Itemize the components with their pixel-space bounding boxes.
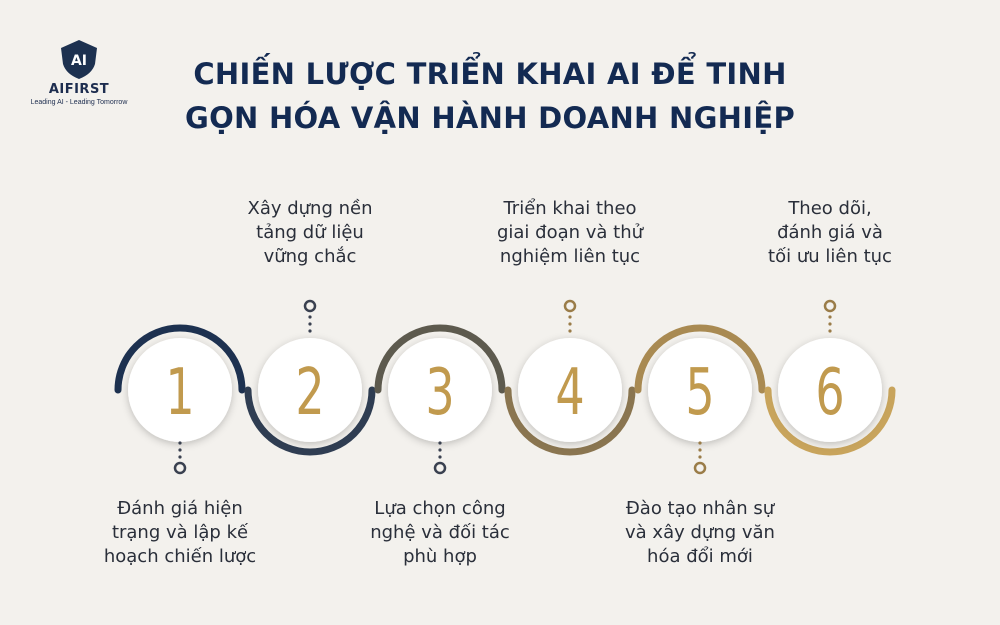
step-label-1: Đánh giá hiện trạng và lập kế hoạch chiến … xyxy=(85,497,275,569)
shield-logo-icon: AI xyxy=(61,40,97,79)
connector-dot xyxy=(308,315,312,319)
step-3: 3 xyxy=(374,324,506,475)
brand-logo: AI AIFIRST Leading AI - Leading Tomorrow xyxy=(30,38,128,106)
step-label-line: Lựa chọn công xyxy=(374,498,506,519)
step-label-line: nghệ và đối tác xyxy=(370,522,510,543)
step-label-line: giai đoạn và thử xyxy=(496,222,644,243)
title-line-1: CHIẾN LƯỢC TRIỂN KHAI AI ĐỂ TINH xyxy=(193,57,787,91)
step-6: 6 xyxy=(764,299,896,456)
connector-dot xyxy=(178,441,182,445)
step-label-4: Triển khai theo giai đoạn và thử nghiệm li… xyxy=(475,197,665,269)
connector-ring xyxy=(433,461,447,475)
step-circle xyxy=(778,338,882,442)
step-label-3: Lựa chọn công nghệ và đối tác phù hợp xyxy=(345,497,535,569)
step-label-line: hoạch chiến lược xyxy=(103,546,257,567)
step-circle xyxy=(128,338,232,442)
connector-dot xyxy=(308,329,312,333)
connector-dot xyxy=(438,441,442,445)
page-title: CHIẾN LƯỢC TRIỂN KHAI AI ĐỂ TINH GỌN HÓA… xyxy=(150,52,830,140)
connector-dot xyxy=(568,329,572,333)
step-label-line: Đào tạo nhân sự xyxy=(625,498,775,519)
step-2: 2 xyxy=(244,299,376,456)
step-label-line: và xây dựng văn xyxy=(625,522,775,543)
step-label-line: hóa đổi mới xyxy=(647,546,753,567)
connector-dot xyxy=(568,322,572,326)
connector-dot xyxy=(828,315,832,319)
step-ring-arc xyxy=(374,324,506,394)
step-1: 1 xyxy=(114,324,246,475)
brand-tagline: Leading AI - Leading Tomorrow xyxy=(30,99,128,106)
connector-ring xyxy=(303,299,317,313)
step-label-6: Theo dõi, đánh giá và tối ưu liên tục xyxy=(735,197,925,269)
step-ring-arc xyxy=(504,386,636,456)
connector-dot xyxy=(828,329,832,333)
step-ring-arc xyxy=(244,386,376,456)
step-number: 4 xyxy=(555,355,584,430)
step-label-2: Xây dựng nền tảng dữ liệu vững chắc xyxy=(215,197,405,269)
step-5: 5 xyxy=(634,324,766,475)
step-circle xyxy=(648,338,752,442)
connector-dot xyxy=(178,455,182,459)
connector-ring xyxy=(693,461,707,475)
step-4: 4 xyxy=(504,299,636,456)
step-label-line: tối ưu liên tục xyxy=(768,246,892,267)
connector-dot xyxy=(178,448,182,452)
connector-ring xyxy=(563,299,577,313)
step-label-line: trạng và lập kế xyxy=(111,522,249,543)
step-circle xyxy=(258,338,362,442)
step-label-5: Đào tạo nhân sự và xây dựng văn hóa đổi mớ… xyxy=(605,497,795,569)
step-label-line: Triển khai theo xyxy=(503,198,637,219)
steps-layer: 1 2 3 4 5 6 xyxy=(114,299,896,475)
step-circle xyxy=(388,338,492,442)
logo-mark: AI xyxy=(71,53,87,69)
brand-name: AIFIRST xyxy=(48,82,110,97)
step-label-line: phù hợp xyxy=(403,546,477,567)
step-ring-arc xyxy=(114,324,246,394)
connector-dot xyxy=(568,315,572,319)
connector-dot xyxy=(698,448,702,452)
step-number: 6 xyxy=(815,355,844,430)
connector-ring xyxy=(823,299,837,313)
step-label-line: Xây dựng nền xyxy=(247,198,373,219)
step-number: 2 xyxy=(295,355,324,430)
step-label-line: Đánh giá hiện xyxy=(117,498,243,519)
step-number: 1 xyxy=(165,355,194,430)
connector-dot xyxy=(308,322,312,326)
step-label-line: Theo dõi, xyxy=(788,198,872,219)
step-label-line: đánh giá và xyxy=(777,222,883,243)
step-label-line: vững chắc xyxy=(263,246,357,267)
connector-dot xyxy=(438,448,442,452)
step-ring-arc xyxy=(634,324,766,394)
connector-dot xyxy=(698,441,702,445)
step-number: 3 xyxy=(425,355,454,430)
connector-ring xyxy=(173,461,187,475)
step-circle xyxy=(518,338,622,442)
step-label-line: tảng dữ liệu xyxy=(256,222,364,243)
connector-dot xyxy=(698,455,702,459)
connector-dot xyxy=(828,322,832,326)
title-line-2: GỌN HÓA VẬN HÀNH DOANH NGHIỆP xyxy=(184,101,796,135)
connector-dot xyxy=(438,455,442,459)
step-ring-arc xyxy=(764,386,896,456)
step-number: 5 xyxy=(685,355,714,430)
step-label-line: nghiệm liên tục xyxy=(499,246,641,267)
